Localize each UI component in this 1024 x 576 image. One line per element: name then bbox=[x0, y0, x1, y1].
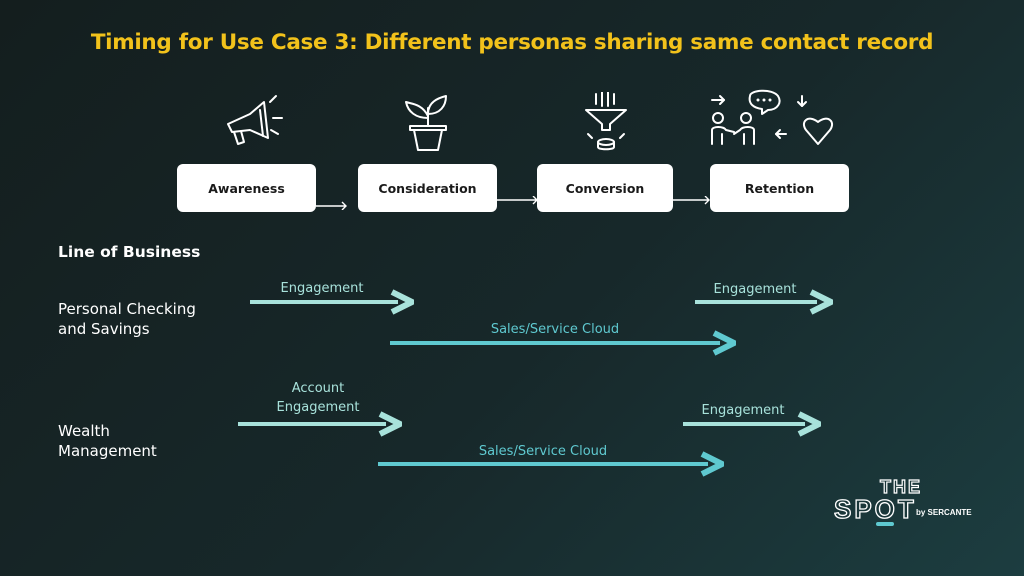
account-engagement-arrow bbox=[238, 411, 402, 437]
row-label-line: Wealth bbox=[58, 422, 110, 440]
sales-service-cloud-label: Sales/Service Cloud bbox=[490, 322, 620, 337]
the-spot-logo: THE SPOT by SERCANTE bbox=[833, 476, 972, 526]
stage-connector-arrow bbox=[316, 201, 347, 210]
row-label-line: Management bbox=[58, 442, 157, 460]
logo-byline: by SERCANTE bbox=[916, 508, 972, 517]
stage-connector-arrow bbox=[497, 196, 538, 205]
plant-icon bbox=[405, 95, 447, 151]
row-label-wealth-management: Wealth Management bbox=[58, 421, 157, 461]
funnel-icon bbox=[585, 92, 627, 151]
logo-line1: THE bbox=[880, 477, 922, 497]
line-of-business-heading: Line of Business bbox=[58, 243, 201, 261]
sales-service-cloud-arrow bbox=[390, 330, 736, 356]
stage-retention-label: Retention bbox=[744, 180, 815, 196]
engagement-arrow bbox=[250, 289, 414, 315]
sales-service-cloud-arrow bbox=[378, 451, 724, 477]
stage-conversion-label: Conversion bbox=[565, 180, 645, 196]
people-heart-icon bbox=[711, 89, 834, 145]
account-engagement-label-line: Engagement bbox=[276, 400, 360, 415]
logo-accent-bar bbox=[876, 522, 894, 526]
retention-engagement-label: Engagement bbox=[701, 403, 785, 418]
stage-awareness: Awareness bbox=[177, 164, 316, 212]
row-label-line: Personal Checking bbox=[58, 300, 196, 318]
account-engagement-label-line: Account bbox=[291, 381, 345, 396]
retention-engagement-label: Engagement bbox=[713, 282, 797, 297]
row-label-line: and Savings bbox=[58, 320, 150, 338]
page-title: Timing for Use Case 3: Different persona… bbox=[90, 30, 934, 55]
megaphone-icon bbox=[227, 95, 283, 145]
retention-engagement-arrow bbox=[695, 289, 833, 315]
stage-retention: Retention bbox=[710, 164, 849, 212]
stage-awareness-label: Awareness bbox=[208, 180, 285, 196]
sales-service-cloud-label: Sales/Service Cloud bbox=[478, 444, 608, 459]
logo-line2: SPOT bbox=[834, 494, 917, 524]
engagement-label: Engagement bbox=[280, 281, 364, 296]
row-label-personal-checking: Personal Checking and Savings bbox=[58, 299, 196, 339]
account-engagement-label: Account Engagement bbox=[250, 379, 386, 417]
stage-connector-arrow bbox=[673, 196, 710, 205]
stage-consideration: Consideration bbox=[358, 164, 497, 212]
stage-conversion: Conversion bbox=[537, 164, 673, 212]
stage-consideration-label: Consideration bbox=[378, 180, 477, 196]
retention-engagement-arrow bbox=[683, 411, 821, 437]
